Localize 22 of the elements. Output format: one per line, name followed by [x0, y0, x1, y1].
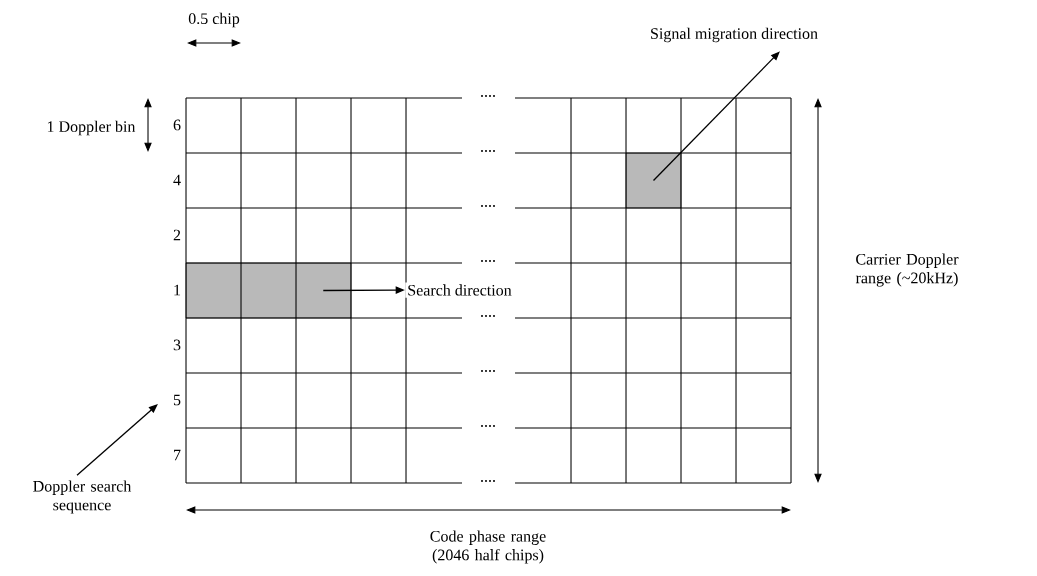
axis-label: Carrier Doppler range (~20kHz): [855, 253, 959, 287]
ellipsis-dots: ....: [481, 95, 495, 97]
row-number: 6: [173, 119, 181, 131]
ellipsis-dots: ....: [481, 205, 495, 207]
ellipsis-dots: ....: [481, 260, 495, 262]
ellipsis-dots: ....: [481, 150, 495, 152]
row-number: 7: [174, 449, 181, 461]
arrow: [76, 404, 158, 476]
dimension-label: 0.5 chip: [188, 12, 240, 28]
dimension-label: 1 Doppler bin: [47, 120, 136, 136]
ellipsis-dots: ....: [481, 370, 495, 372]
row-number: 4: [173, 174, 181, 186]
ellipsis-dots: ....: [481, 480, 495, 482]
row-number: 2: [173, 229, 181, 241]
ellipsis-dots: ....: [481, 315, 495, 317]
annotation-text: Signal migration direction: [648, 25, 820, 45]
row-number: 5: [173, 394, 181, 406]
row-number: 3: [173, 339, 181, 351]
axis-label: Code phase range (2046 half chips): [430, 530, 546, 564]
annotation-text: Search direction: [405, 282, 514, 298]
annotation-text: Doppler search sequence: [21, 478, 143, 516]
ellipsis-dots: ....: [481, 425, 495, 427]
